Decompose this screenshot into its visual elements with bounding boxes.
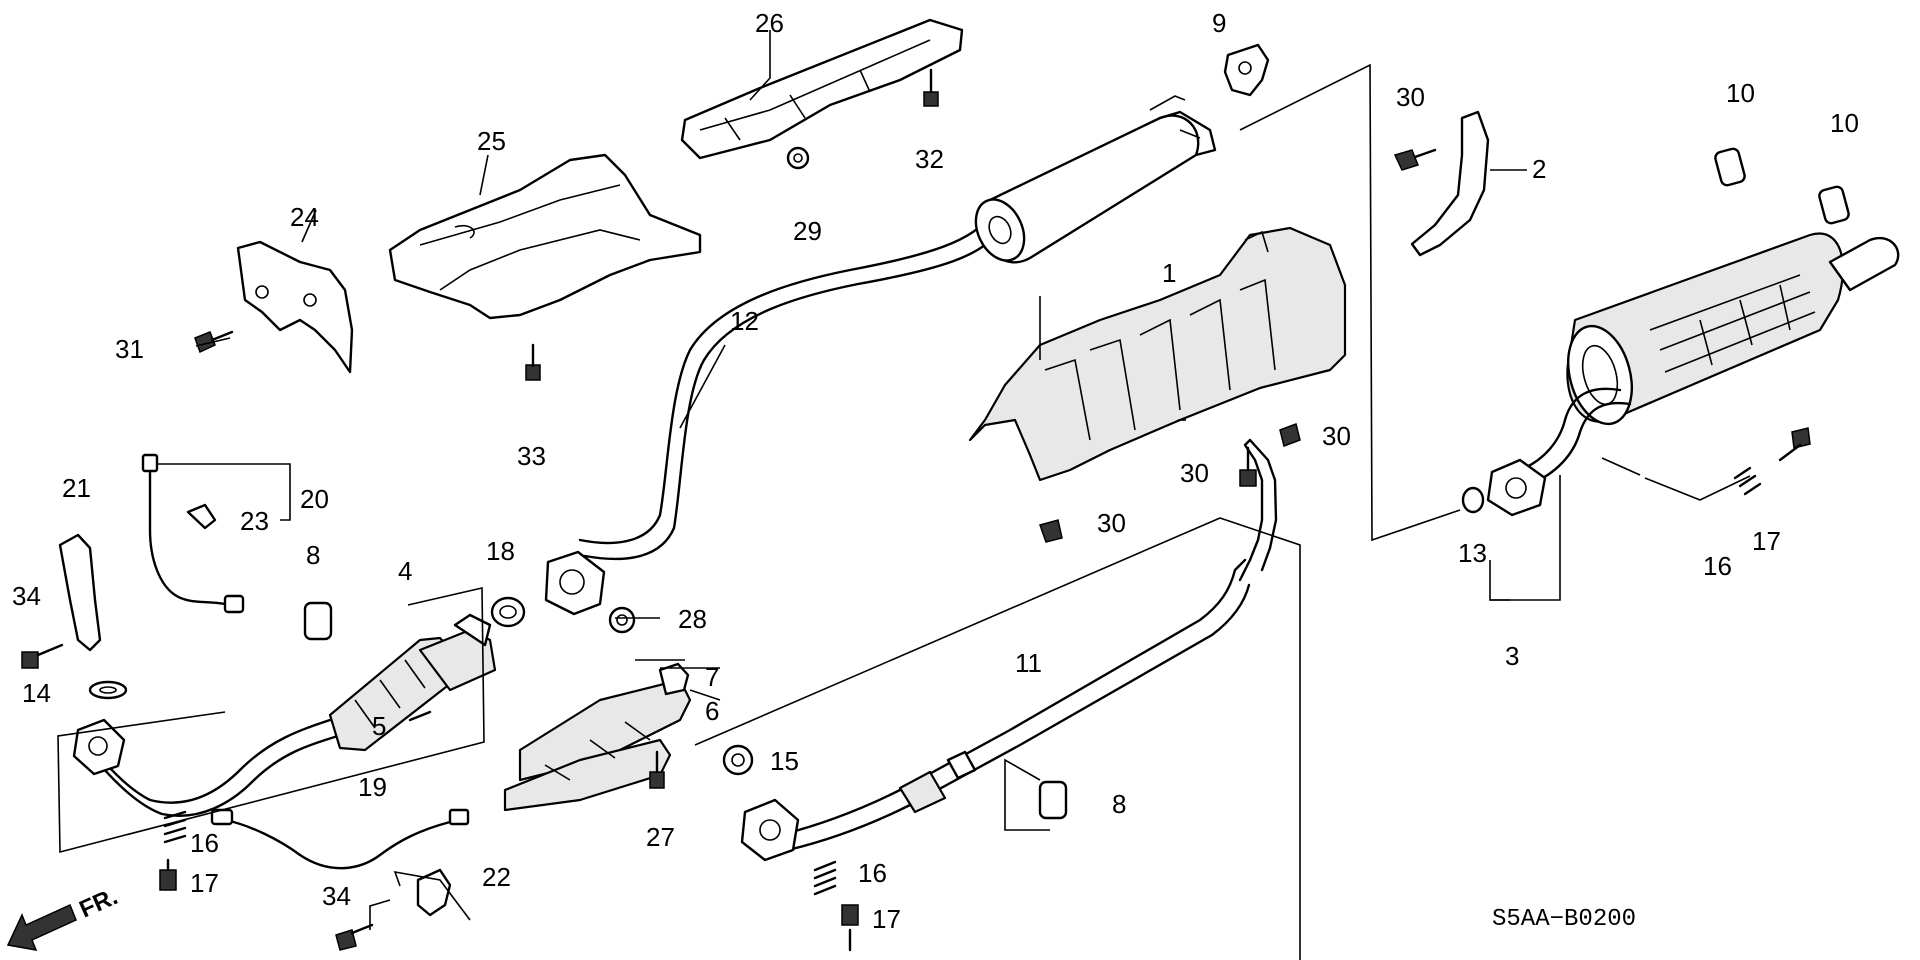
callout-10b: 10: [1830, 108, 1859, 138]
callout-13: 13: [1458, 538, 1487, 568]
callout-6: 6: [705, 696, 719, 726]
front-direction-arrow: FR.: [6, 883, 122, 951]
part-26-heat-shield: [680, 18, 964, 160]
callout-21: 21: [62, 473, 91, 503]
leader-lines: [57, 30, 1751, 960]
callout-30c: 30: [1180, 458, 1209, 488]
callout-33: 33: [517, 441, 546, 471]
callout-30d: 30: [1097, 508, 1126, 538]
callout-26: 26: [755, 8, 784, 38]
part-12-exhaust-pipe: [544, 95, 1217, 616]
part-21-bracket: [58, 533, 102, 652]
part-6-7-catalytic-converter: [503, 662, 692, 812]
part-11-center-pipe: [740, 438, 1278, 862]
callout-8a: 8: [306, 540, 320, 570]
callout-17b: 17: [872, 904, 901, 934]
callout-16c: 16: [1703, 551, 1732, 581]
callout-5: 5: [372, 711, 386, 741]
callout-2: 2: [1532, 154, 1546, 184]
callout-34a: 34: [12, 581, 41, 611]
callout-22: 22: [482, 862, 511, 892]
callout-7: 7: [705, 662, 719, 692]
part-20-oxygen-sensor: [141, 453, 245, 614]
callout-34b: 34: [322, 881, 351, 911]
diagram-code: S5AA−B0200: [1492, 906, 1636, 933]
callout-19: 19: [358, 772, 387, 802]
callout-18: 18: [486, 536, 515, 566]
callout-16a: 16: [190, 828, 219, 858]
callout-4: 4: [398, 556, 412, 586]
callout-31: 31: [115, 334, 144, 364]
callout-10a: 10: [1726, 78, 1755, 108]
callout-12: 12: [730, 306, 759, 336]
part-9-hanger: [1223, 43, 1270, 97]
callout-1: 1: [1162, 258, 1176, 288]
callout-28: 28: [678, 604, 707, 634]
callout-16b: 16: [858, 858, 887, 888]
callout-17a: 17: [190, 868, 219, 898]
callout-25: 25: [477, 126, 506, 156]
callout-30b: 30: [1322, 421, 1351, 451]
part-24-heat-shield: [236, 240, 354, 374]
callout-15: 15: [770, 746, 799, 776]
part-22-clamp: [416, 868, 452, 917]
part-19-oxygen-sensor: [210, 808, 470, 870]
callout-23: 23: [240, 506, 269, 536]
part-2-bracket: [1410, 110, 1490, 257]
part-25-heat-shield: [388, 153, 702, 320]
callout-9: 9: [1212, 8, 1226, 38]
callout-14: 14: [22, 678, 51, 708]
callout-11: 11: [1015, 648, 1042, 678]
part-10-hanger-rubbers: [1714, 147, 1850, 225]
callout-32: 32: [915, 144, 944, 174]
callout-30a: 30: [1396, 82, 1425, 112]
callout-27: 27: [646, 822, 675, 852]
callout-8b: 8: [1112, 789, 1126, 819]
callout-29: 29: [793, 216, 822, 246]
fasteners: [21, 68, 1811, 952]
part-1-heat-shield: [968, 226, 1347, 482]
part-4-front-pipe: [72, 613, 497, 817]
front-label: FR.: [75, 883, 121, 923]
callout-24: 24: [290, 202, 319, 232]
callout-3: 3: [1505, 641, 1519, 671]
part-3-muffler: [1486, 232, 1900, 517]
callout-20: 20: [300, 484, 329, 514]
callout-labels: 1 2 3 4 5 6 7 8 8 9 10 10 11 12 13 14 15…: [12, 8, 1859, 934]
callout-17c: 17: [1752, 526, 1781, 556]
